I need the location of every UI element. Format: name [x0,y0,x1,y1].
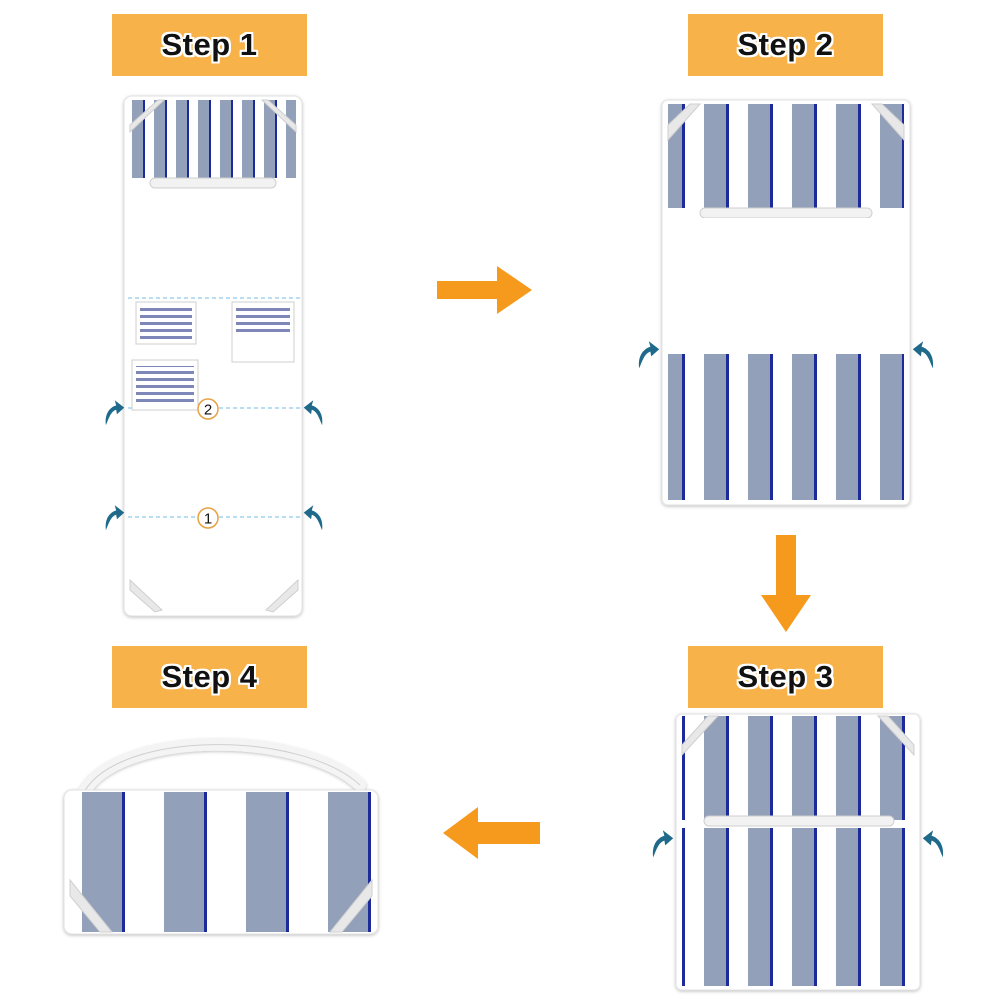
pocket-left [140,306,192,340]
curved-fold-arrow-icon [922,830,944,858]
svg-text:2: 2 [204,402,212,419]
step-3-label: Step 3 [688,646,883,708]
svg-text:1: 1 [204,511,212,528]
curved-fold-arrow-icon [303,400,323,426]
right-arrow-icon [437,266,532,314]
step-4-label: Step 4 [112,646,307,708]
pocket-bottom [136,366,194,406]
step-4-bundle [63,738,379,935]
step-1-mat [123,95,303,617]
step-3-mat [675,713,921,991]
step-2-label: Step 2 [688,14,883,76]
curved-fold-arrow-icon [638,341,660,369]
step-1-pillow [130,100,296,178]
step-4-rolled-mat [70,792,372,932]
fold-marker-2: 2 [197,398,219,420]
pocket-right [236,306,290,336]
curved-fold-arrow-icon [105,505,125,531]
step-2-pillow [668,104,904,208]
curved-fold-arrow-icon [105,400,125,426]
carry-handle [78,738,366,798]
step-1-label: Step 1 [112,14,307,76]
curved-fold-arrow-icon [652,830,674,858]
step-2-text: Step 2 [737,27,834,62]
step-3-folded-section [682,828,914,986]
left-arrow-icon [443,807,540,859]
curved-fold-arrow-icon [303,505,323,531]
fold-marker-1: 1 [197,507,219,529]
step-4-text: Step 4 [161,659,258,694]
step-2-mat [661,99,911,506]
down-arrow-icon [761,535,811,632]
step-1-text: Step 1 [161,27,258,62]
step-3-text: Step 3 [737,659,834,694]
step-2-folded-section [668,354,904,500]
step-3-pillow [682,716,914,820]
curved-fold-arrow-icon [912,341,934,369]
